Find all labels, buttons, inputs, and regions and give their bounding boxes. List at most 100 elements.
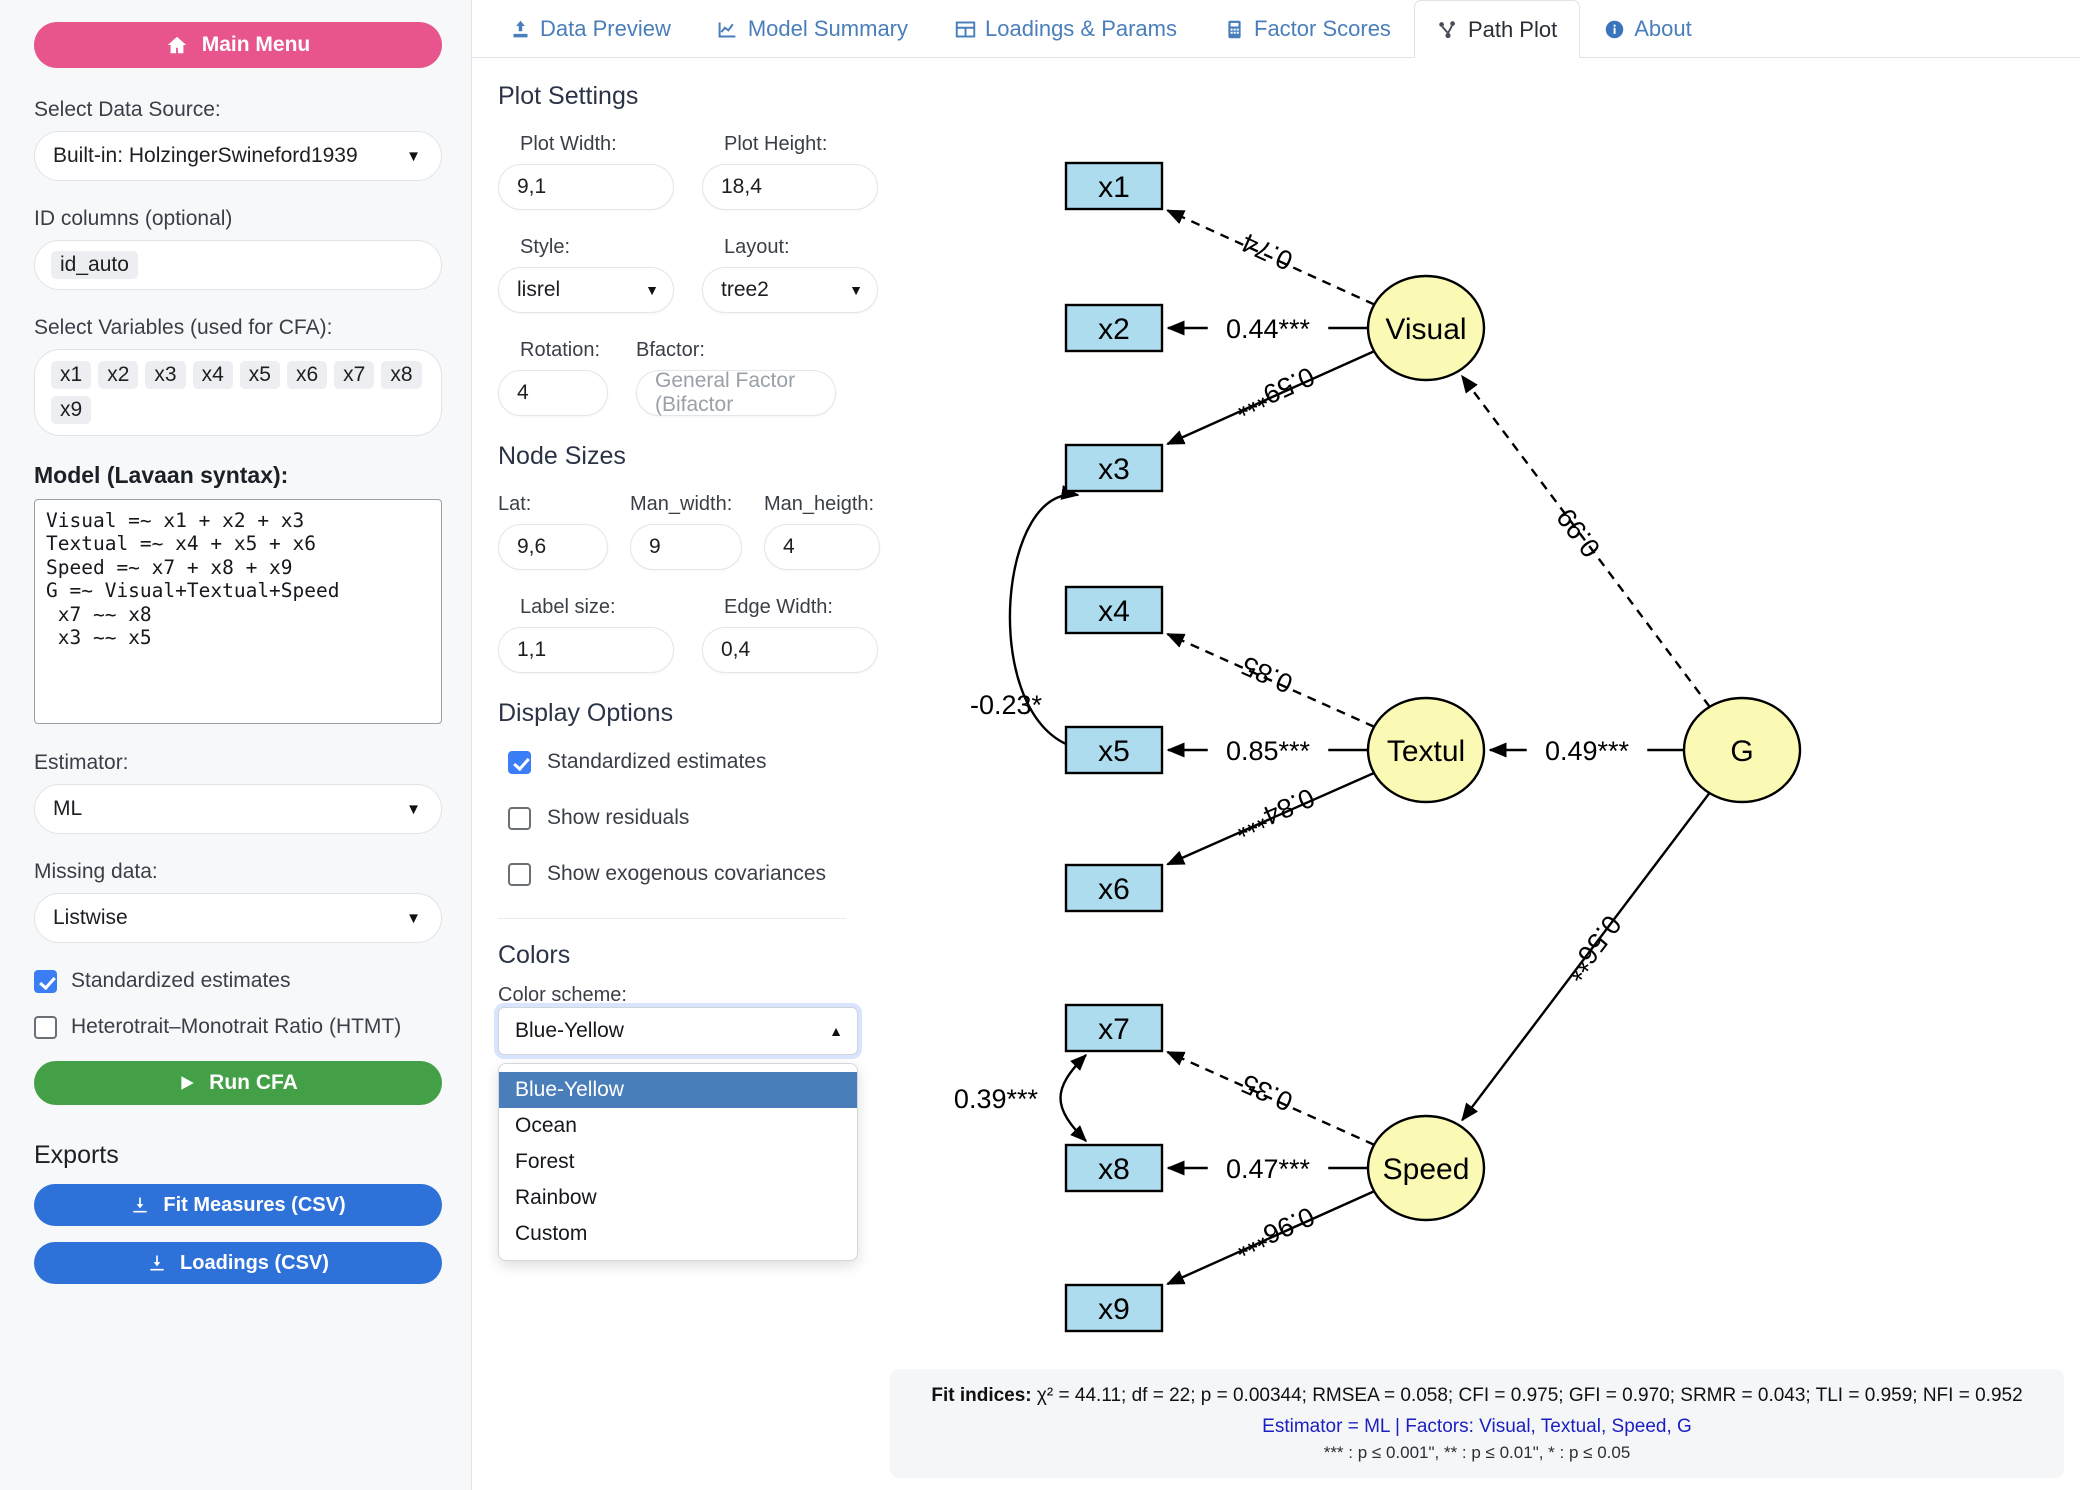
plot-width-group: Plot Width: 9,1	[498, 133, 674, 210]
display-standardized-checkbox[interactable]	[508, 750, 531, 774]
manifest-node-label: x2	[1098, 313, 1130, 346]
network-icon	[1437, 19, 1459, 41]
edge-label: 0.96***	[1230, 1201, 1319, 1263]
display-option-residuals-row[interactable]: Show residuals	[508, 806, 846, 830]
plot-settings-title: Plot Settings	[498, 82, 639, 110]
chip-id-auto[interactable]: id_auto	[51, 251, 138, 279]
run-cfa-button[interactable]: Run CFA	[34, 1061, 442, 1105]
calculator-icon	[1223, 18, 1245, 40]
tab-label: Factor Scores	[1254, 16, 1391, 41]
model-label: Model (Lavaan syntax):	[34, 462, 289, 488]
man-height-input[interactable]: 4	[764, 524, 880, 570]
manifest-node-label: x9	[1098, 1293, 1130, 1326]
lat-input[interactable]: 9,6	[498, 524, 608, 570]
color-scheme-option-blue-yellow[interactable]: Blue-Yellow	[499, 1072, 857, 1108]
manifest-node-label: x6	[1098, 873, 1130, 906]
home-icon	[166, 34, 188, 56]
plot-height-input[interactable]: 18,4	[702, 164, 878, 210]
label-edge-row: Label size: 1,1 Edge Width: 0,4	[498, 596, 878, 673]
colors-title: Colors	[498, 941, 571, 969]
edge-label: 0.56**	[1559, 910, 1628, 987]
tab-factor-scores[interactable]: Factor Scores	[1200, 0, 1414, 57]
manifest-node-x1: x1	[1064, 161, 1164, 211]
manifest-node-x9: x9	[1064, 1283, 1164, 1333]
edge-Textul-x6	[1166, 771, 1375, 866]
estimator-select[interactable]: ML ▼	[34, 784, 442, 834]
chip-var[interactable]: x3	[145, 361, 186, 389]
manifest-node-x2: x2	[1064, 303, 1164, 353]
info-icon	[1603, 18, 1625, 40]
chip-var[interactable]: x2	[98, 361, 139, 389]
edge-label: 0.44***	[1226, 314, 1311, 344]
sidebar: Main Menu Select Data Source: Built-in: …	[0, 0, 472, 1490]
export-fit-measures-button[interactable]: Fit Measures (CSV)	[34, 1184, 442, 1226]
label-size-input[interactable]: 1,1	[498, 627, 674, 673]
data-source-select[interactable]: Built-in: HolzingerSwineford1939 ▼	[34, 131, 442, 181]
color-scheme-option-forest[interactable]: Forest	[515, 1150, 575, 1173]
id-columns-group: ID columns (optional) id_auto	[34, 207, 442, 290]
export-loadings-button[interactable]: Loadings (CSV)	[34, 1242, 442, 1284]
tab-model-summary[interactable]: Model Summary	[694, 0, 931, 57]
export-fit-measures-label: Fit Measures (CSV)	[163, 1193, 346, 1216]
edge-Visual-x1	[1166, 209, 1375, 306]
chip-var[interactable]: x7	[334, 361, 375, 389]
edge-label: -0.23*	[970, 690, 1043, 720]
style-select[interactable]: lisrel ▼	[498, 267, 674, 313]
htmt-checkbox[interactable]	[34, 1015, 57, 1039]
missing-data-select[interactable]: Listwise ▼	[34, 893, 442, 943]
estimator-label: Estimator:	[34, 751, 129, 774]
standardized-estimates-checkbox-row[interactable]: Standardized estimates	[34, 969, 437, 993]
man-width-input[interactable]: 9	[630, 524, 742, 570]
chip-var[interactable]: x1	[51, 361, 92, 389]
color-scheme-option-custom[interactable]: Custom	[515, 1222, 588, 1245]
color-scheme-option-rainbow[interactable]: Rainbow	[515, 1186, 597, 1209]
tab-loadings-params[interactable]: Loadings & Params	[931, 0, 1200, 57]
tab-path-plot[interactable]: Path Plot	[1413, 0, 1581, 58]
main-area: Data Preview Model Summary Loadings & Pa…	[472, 0, 2080, 1490]
display-exogenous-checkbox[interactable]	[508, 862, 531, 886]
htmt-checkbox-row[interactable]: Heterotrait–Monotrait Ratio (HTMT)	[34, 1015, 437, 1039]
color-scheme-option-ocean[interactable]: Ocean	[515, 1114, 577, 1137]
color-scheme-select[interactable]: Blue-Yellow ▲	[498, 1007, 858, 1055]
lat-group: Lat: 9,6	[498, 493, 608, 570]
latent-node-Textul: Textul	[1366, 696, 1486, 804]
tab-label: About	[1634, 16, 1692, 41]
main-menu-button[interactable]: Main Menu	[34, 22, 442, 68]
chip-var[interactable]: x8	[381, 361, 422, 389]
bfactor-input[interactable]: General Factor (Bifactor	[636, 369, 836, 416]
export-loadings-label: Loadings (CSV)	[180, 1251, 329, 1274]
estimator-group: Estimator: ML ▼	[34, 751, 442, 834]
upload-icon	[509, 18, 531, 40]
tab-about[interactable]: About	[1580, 0, 1715, 57]
plot-settings-panel: Plot Settings Plot Width: 9,1 Plot Heigh…	[472, 58, 880, 1490]
layout-label: Layout:	[724, 236, 790, 258]
chip-var[interactable]: x9	[51, 396, 92, 424]
latent-node-Speed: Speed	[1366, 1114, 1486, 1222]
chip-var[interactable]: x4	[192, 361, 233, 389]
standardized-estimates-checkbox[interactable]	[34, 969, 57, 993]
edge-label: 0.99	[1551, 503, 1607, 563]
chevron-down-icon: ▼	[406, 147, 421, 165]
display-residuals-checkbox[interactable]	[508, 806, 531, 830]
layout-select[interactable]: tree2 ▼	[702, 267, 878, 313]
tab-data-preview[interactable]: Data Preview	[486, 0, 694, 57]
edge-x5-x3	[1008, 485, 1080, 746]
display-option-standardized-row[interactable]: Standardized estimates	[508, 750, 846, 774]
edge-label: 0.84***	[1229, 782, 1318, 844]
id-columns-input[interactable]: id_auto	[34, 240, 442, 290]
chip-var[interactable]: x6	[286, 361, 328, 389]
fit-indices-prefix: Fit indices:	[931, 1385, 1032, 1407]
tab-content-path-plot: Plot Settings Plot Width: 9,1 Plot Heigh…	[472, 58, 2080, 1490]
chevron-down-icon: ▼	[406, 909, 421, 927]
display-option-exogenous-row[interactable]: Show exogenous covariances	[508, 862, 846, 886]
chip-var[interactable]: x5	[239, 361, 280, 389]
model-syntax-textarea[interactable]	[34, 499, 442, 724]
edge-width-input[interactable]: 0,4	[702, 627, 878, 673]
latent-node-label: Textul	[1387, 735, 1465, 768]
edge-Speed-x7	[1166, 1050, 1375, 1146]
edge-Speed-x9	[1166, 1190, 1375, 1286]
variables-input[interactable]: x1 x2 x3 x4 x5 x6 x7 x8 x9	[34, 349, 442, 436]
plot-width-input[interactable]: 9,1	[498, 164, 674, 210]
manifest-node-label: x1	[1098, 171, 1130, 204]
rotation-input[interactable]: 4	[498, 370, 608, 416]
